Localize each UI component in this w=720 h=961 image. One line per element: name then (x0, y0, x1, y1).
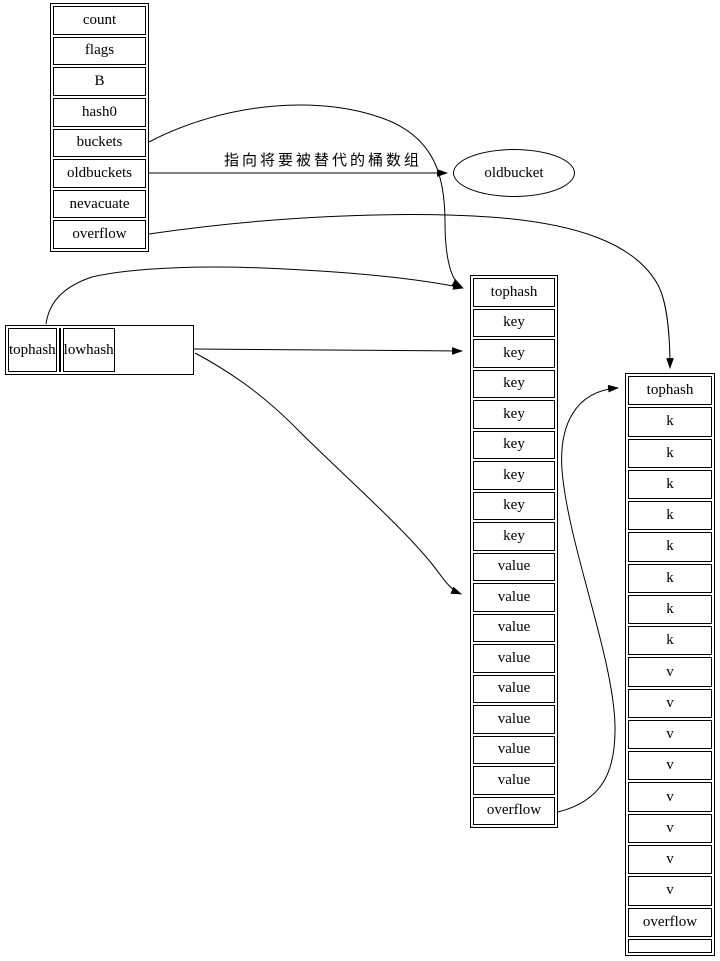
ovbucket-row-v: v (628, 813, 712, 843)
bucket-row-key: key (473, 491, 555, 520)
overflow-bucket-table: tophash k k k k k k k k v v v v v v v v … (625, 373, 715, 956)
ovbucket-row-k: k (628, 594, 712, 625)
bucket-row-key: key (473, 308, 555, 337)
hash-record-lowhash: lowhash (62, 328, 115, 372)
ovbucket-row-k: k (628, 626, 712, 656)
bucket-row-value: value (473, 674, 555, 703)
ovbucket-row-k: k (628, 563, 712, 593)
ovbucket-row-k: k (628, 438, 712, 468)
bucket-row-key: key (473, 430, 555, 459)
edge-lowhash-to-key (193, 347, 464, 355)
bucket-row-value: value (473, 552, 555, 581)
edge-tophash-to-bucket (45, 266, 465, 325)
ovbucket-row-v: v (628, 719, 712, 750)
ovbucket-row-v: v (628, 688, 712, 718)
ovbucket-row-v: v (628, 844, 712, 875)
bucket-row-overflow: overflow (473, 796, 555, 825)
bucket-row-value: value (473, 766, 555, 795)
ovbucket-row-k: k (628, 407, 712, 437)
edge-hmap-overflow-to-overflow-bucket (148, 214, 674, 370)
oldbucket-node: oldbucket (453, 149, 575, 197)
hash-record-empty (58, 328, 61, 372)
hmap-row-count: count (53, 6, 146, 35)
hmap-row-b: B (53, 67, 146, 96)
hmap-row-nevacuate: nevacuate (53, 189, 146, 219)
bucket-row-value: value (473, 583, 555, 612)
hash-record: tophash lowhash (5, 325, 194, 375)
ovbucket-row-overflow: overflow (628, 907, 712, 937)
hmap-row-hash0: hash0 (53, 97, 146, 127)
hmap-row-oldbuckets: oldbuckets (53, 159, 146, 188)
hmap-row-overflow: overflow (53, 220, 146, 249)
edge-lowhash-to-value (194, 352, 463, 595)
hmap-row-flags: flags (53, 36, 146, 66)
hmap-table: count flags B hash0 buckets oldbuckets n… (50, 3, 149, 252)
bucket-table: tophash key key key key key key key key … (470, 275, 558, 828)
bucket-row-value: value (473, 705, 555, 734)
bucket-row-key: key (473, 339, 555, 368)
bucket-row-tophash: tophash (473, 278, 555, 307)
ovbucket-row-v: v (628, 751, 712, 781)
ovbucket-row-k: k (628, 532, 712, 562)
bucket-row-value: value (473, 735, 555, 764)
edge-bucket-overflow-to-overflow-bucket (557, 384, 620, 813)
hash-record-tophash: tophash (8, 328, 57, 372)
hmap-row-buckets: buckets (53, 128, 146, 158)
bucket-row-key: key (473, 369, 555, 398)
ovbucket-row-v: v (628, 782, 712, 812)
ovbucket-row-v: v (628, 657, 712, 687)
ovbucket-row-k: k (628, 469, 712, 500)
ovbucket-row-empty (628, 938, 712, 954)
ovbucket-row-v: v (628, 876, 712, 906)
bucket-row-key: key (473, 400, 555, 429)
edge-buckets-to-bucket (148, 104, 463, 288)
oldbucket-label: oldbucket (484, 164, 544, 181)
edge-annotation-label: 指向将要被替代的桶数组 (223, 152, 422, 169)
ovbucket-row-tophash: tophash (628, 376, 712, 406)
bucket-row-value: value (473, 613, 555, 642)
bucket-row-key: key (473, 522, 555, 551)
bucket-row-value: value (473, 644, 555, 673)
ovbucket-row-k: k (628, 501, 712, 531)
bucket-row-key: key (473, 461, 555, 490)
